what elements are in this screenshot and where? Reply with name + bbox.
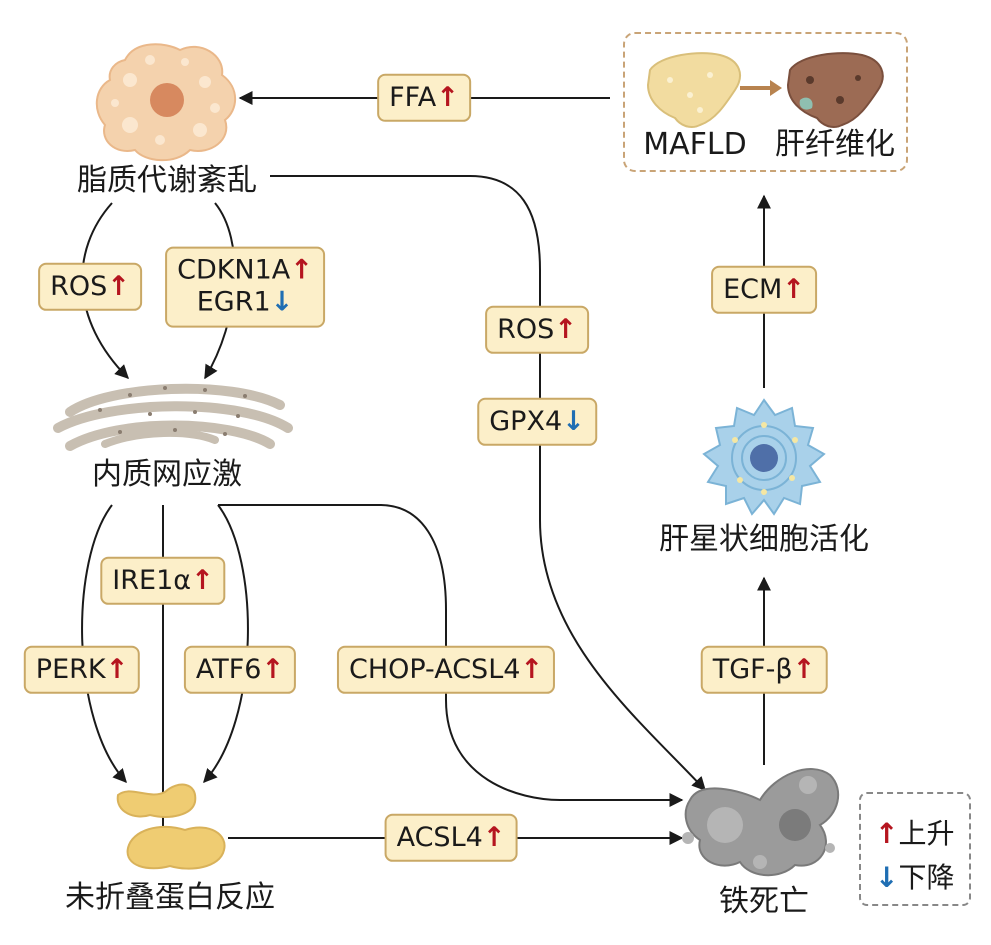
legend-down: ↓下降 xyxy=(875,861,955,894)
box-cdkn1a-egr1: CDKN1A↑ EGR1↓ xyxy=(165,246,325,328)
label-er-stress: 内质网应激 xyxy=(92,457,242,492)
label-upr: 未折叠蛋白反应 xyxy=(65,880,275,915)
box-chop-acsl4: CHOP-ACSL4↑ xyxy=(336,645,556,695)
box-acsl4: ACSL4↑ xyxy=(384,813,518,863)
liver-images xyxy=(646,52,884,128)
unfolded-protein-image xyxy=(116,783,226,870)
box-ecm: ECM↑ xyxy=(711,265,817,315)
label-mafld: MAFLD xyxy=(643,127,747,162)
label-lipid-disorder: 脂质代谢紊乱 xyxy=(77,163,257,198)
box-atf6: ATF6↑ xyxy=(183,645,297,695)
box-ros-mid: ROS↑ xyxy=(485,305,589,355)
label-hsc-activation: 肝星状细胞活化 xyxy=(659,522,869,557)
mafld-frame xyxy=(623,32,908,172)
box-ros-left: ROS↑ xyxy=(38,262,142,312)
hsc-image xyxy=(702,398,826,516)
edge-er-perk xyxy=(81,504,127,784)
box-ffa: FFA↑ xyxy=(377,73,471,123)
lipid-cell-image xyxy=(95,43,237,162)
er-image xyxy=(53,383,293,451)
edge-lipid-to-ferroptosis xyxy=(270,175,706,792)
box-ire1a: IRE1α↑ xyxy=(100,556,226,606)
box-gpx4: GPX4↓ xyxy=(477,397,597,447)
box-tgfb: TGF-β↑ xyxy=(700,645,828,695)
legend: ↑上升 ↓下降 xyxy=(859,792,971,906)
label-fibrosis: 肝纤维化 xyxy=(775,127,895,162)
label-ferroptosis: 铁死亡 xyxy=(719,884,809,919)
edge-er-atf6 xyxy=(203,504,249,784)
edge-er-chop xyxy=(218,504,684,807)
box-perk: PERK↑ xyxy=(23,645,141,695)
ferroptosis-cell-image xyxy=(682,768,840,877)
legend-up: ↑上升 xyxy=(875,817,955,850)
